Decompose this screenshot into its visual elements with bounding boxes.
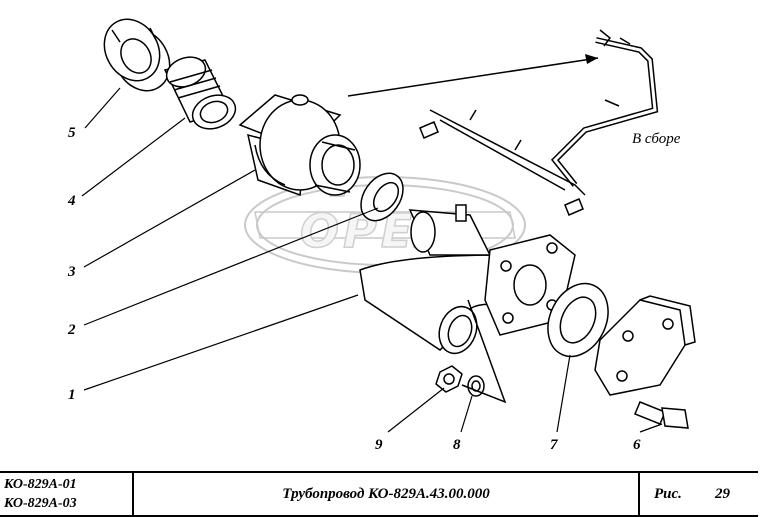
callout-1: 1 (68, 387, 76, 403)
model-number: КО-829А-01 (4, 477, 77, 492)
model-number: КО-829А-03 (4, 496, 77, 511)
callout-8: 8 (453, 437, 461, 453)
leader-lines (81, 87, 663, 433)
drawing-title: Трубопровод КО-829А.43.00.000 (134, 473, 640, 515)
callout-7: 7 (550, 437, 558, 453)
part-9-nut (435, 365, 463, 393)
callout-4: 4 (67, 193, 76, 209)
part-5-cap-nut (103, 18, 171, 92)
part-3-valve-body (238, 94, 361, 197)
assembly-caption: В сборе (632, 131, 681, 147)
figure-number: 29 (715, 485, 730, 502)
part-7-gasket (547, 282, 609, 358)
model-numbers: КО-829А-01 КО-829А-03 (0, 473, 134, 515)
assembly-arrow-1-to-7 (461, 299, 507, 404)
callout-6: 6 (633, 437, 641, 453)
callout-9: 9 (375, 437, 383, 453)
figure-reference: Рис. 29 (640, 473, 758, 515)
hex-nut (360, 172, 404, 222)
blind-flange (594, 295, 696, 396)
callout-5: 5 (68, 125, 76, 141)
part-8-washer (467, 375, 485, 397)
part-6-bolt (634, 401, 689, 429)
callout-3: 3 (67, 264, 76, 280)
assembly-view (419, 29, 659, 216)
callout-2: 2 (67, 322, 76, 338)
part-4-threaded-nipple (163, 56, 237, 130)
figure-label: Рис. (654, 485, 682, 502)
title-block: КО-829А-01 КО-829А-03 Трубопровод КО-829… (0, 471, 758, 517)
assembly-arrow (347, 54, 599, 97)
exploded-view-drawing: OPEX (67, 18, 696, 453)
